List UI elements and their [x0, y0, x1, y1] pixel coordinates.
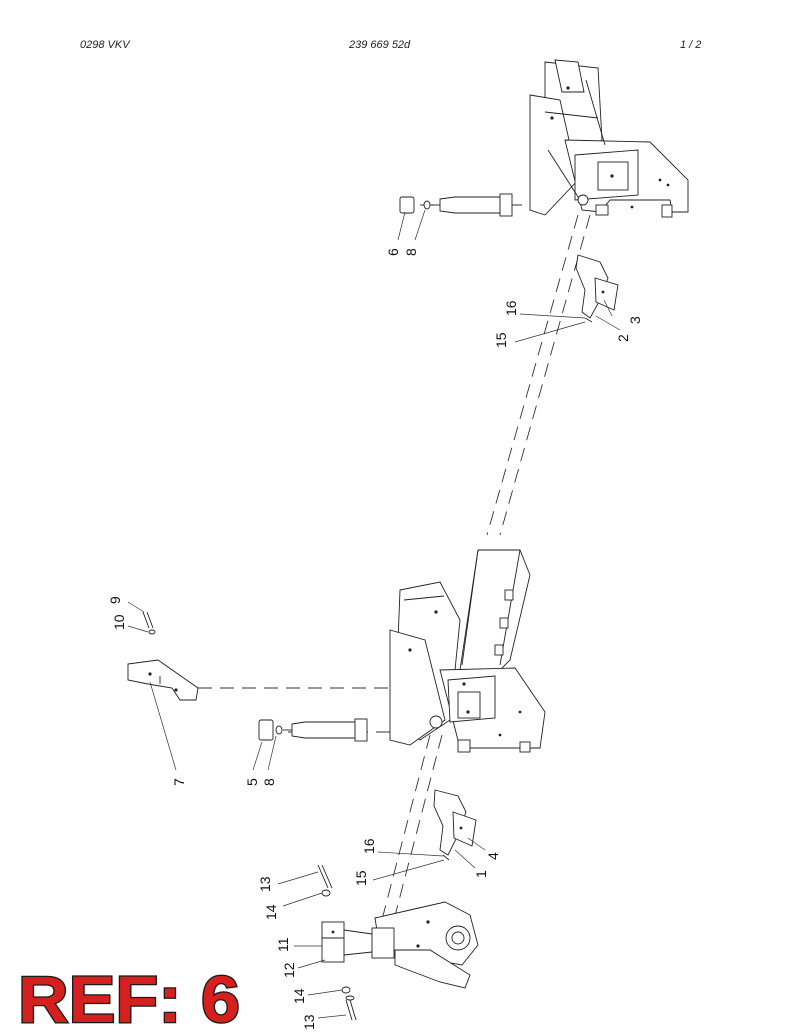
callout-15-lower: 15 [353, 870, 369, 886]
lower-cylinder [258, 718, 368, 742]
bolts-and-washers [317, 864, 357, 1021]
callout-14-bottom: 14 [291, 988, 307, 1004]
header-page-number: 1 / 2 [680, 39, 702, 51]
header-part-number: 239 669 52d [349, 39, 411, 51]
ref-stamp-text: REF: 6 [18, 966, 240, 1030]
lower-bracket [433, 789, 477, 861]
callout-15-upper: 15 [493, 332, 509, 348]
ref-stamp: REF: 6 [17, 966, 241, 1030]
upper-cylinder [399, 193, 513, 217]
callout-12: 12 [281, 962, 297, 978]
leader-lines [127, 209, 621, 1019]
callout-11: 11 [275, 937, 291, 952]
callout-9: 9 [107, 596, 123, 604]
callout-16-upper: 16 [503, 300, 519, 316]
callout-13-bottom: 13 [301, 1014, 317, 1030]
callout-numbers: 6 8 16 15 3 2 9 10 7 5 8 16 15 4 1 13 14… [107, 248, 643, 1030]
callout-14-top: 14 [263, 904, 279, 920]
callout-13-top: 13 [257, 876, 273, 892]
upper-bracket [575, 254, 619, 323]
callout-10: 10 [111, 614, 127, 630]
upper-frame-assembly [529, 59, 689, 218]
callout-3: 3 [627, 316, 643, 324]
callout-4: 4 [485, 852, 501, 860]
callout-5: 5 [244, 778, 260, 786]
header-document-code: 0298 VKV [80, 39, 130, 51]
upper-bushing [399, 196, 415, 214]
lower-bushing [258, 719, 274, 741]
callout-8-upper: 8 [403, 248, 419, 256]
bottom-hitch-assembly [321, 901, 479, 989]
callout-1: 1 [473, 870, 489, 878]
callout-8-lower: 8 [261, 778, 277, 786]
side-plate [127, 611, 199, 701]
callout-6: 6 [385, 248, 401, 256]
callout-2: 2 [615, 334, 631, 342]
lower-frame-assembly [389, 549, 546, 753]
callout-7: 7 [171, 778, 187, 786]
callout-16-lower: 16 [361, 838, 377, 854]
hitch-block [321, 921, 345, 963]
